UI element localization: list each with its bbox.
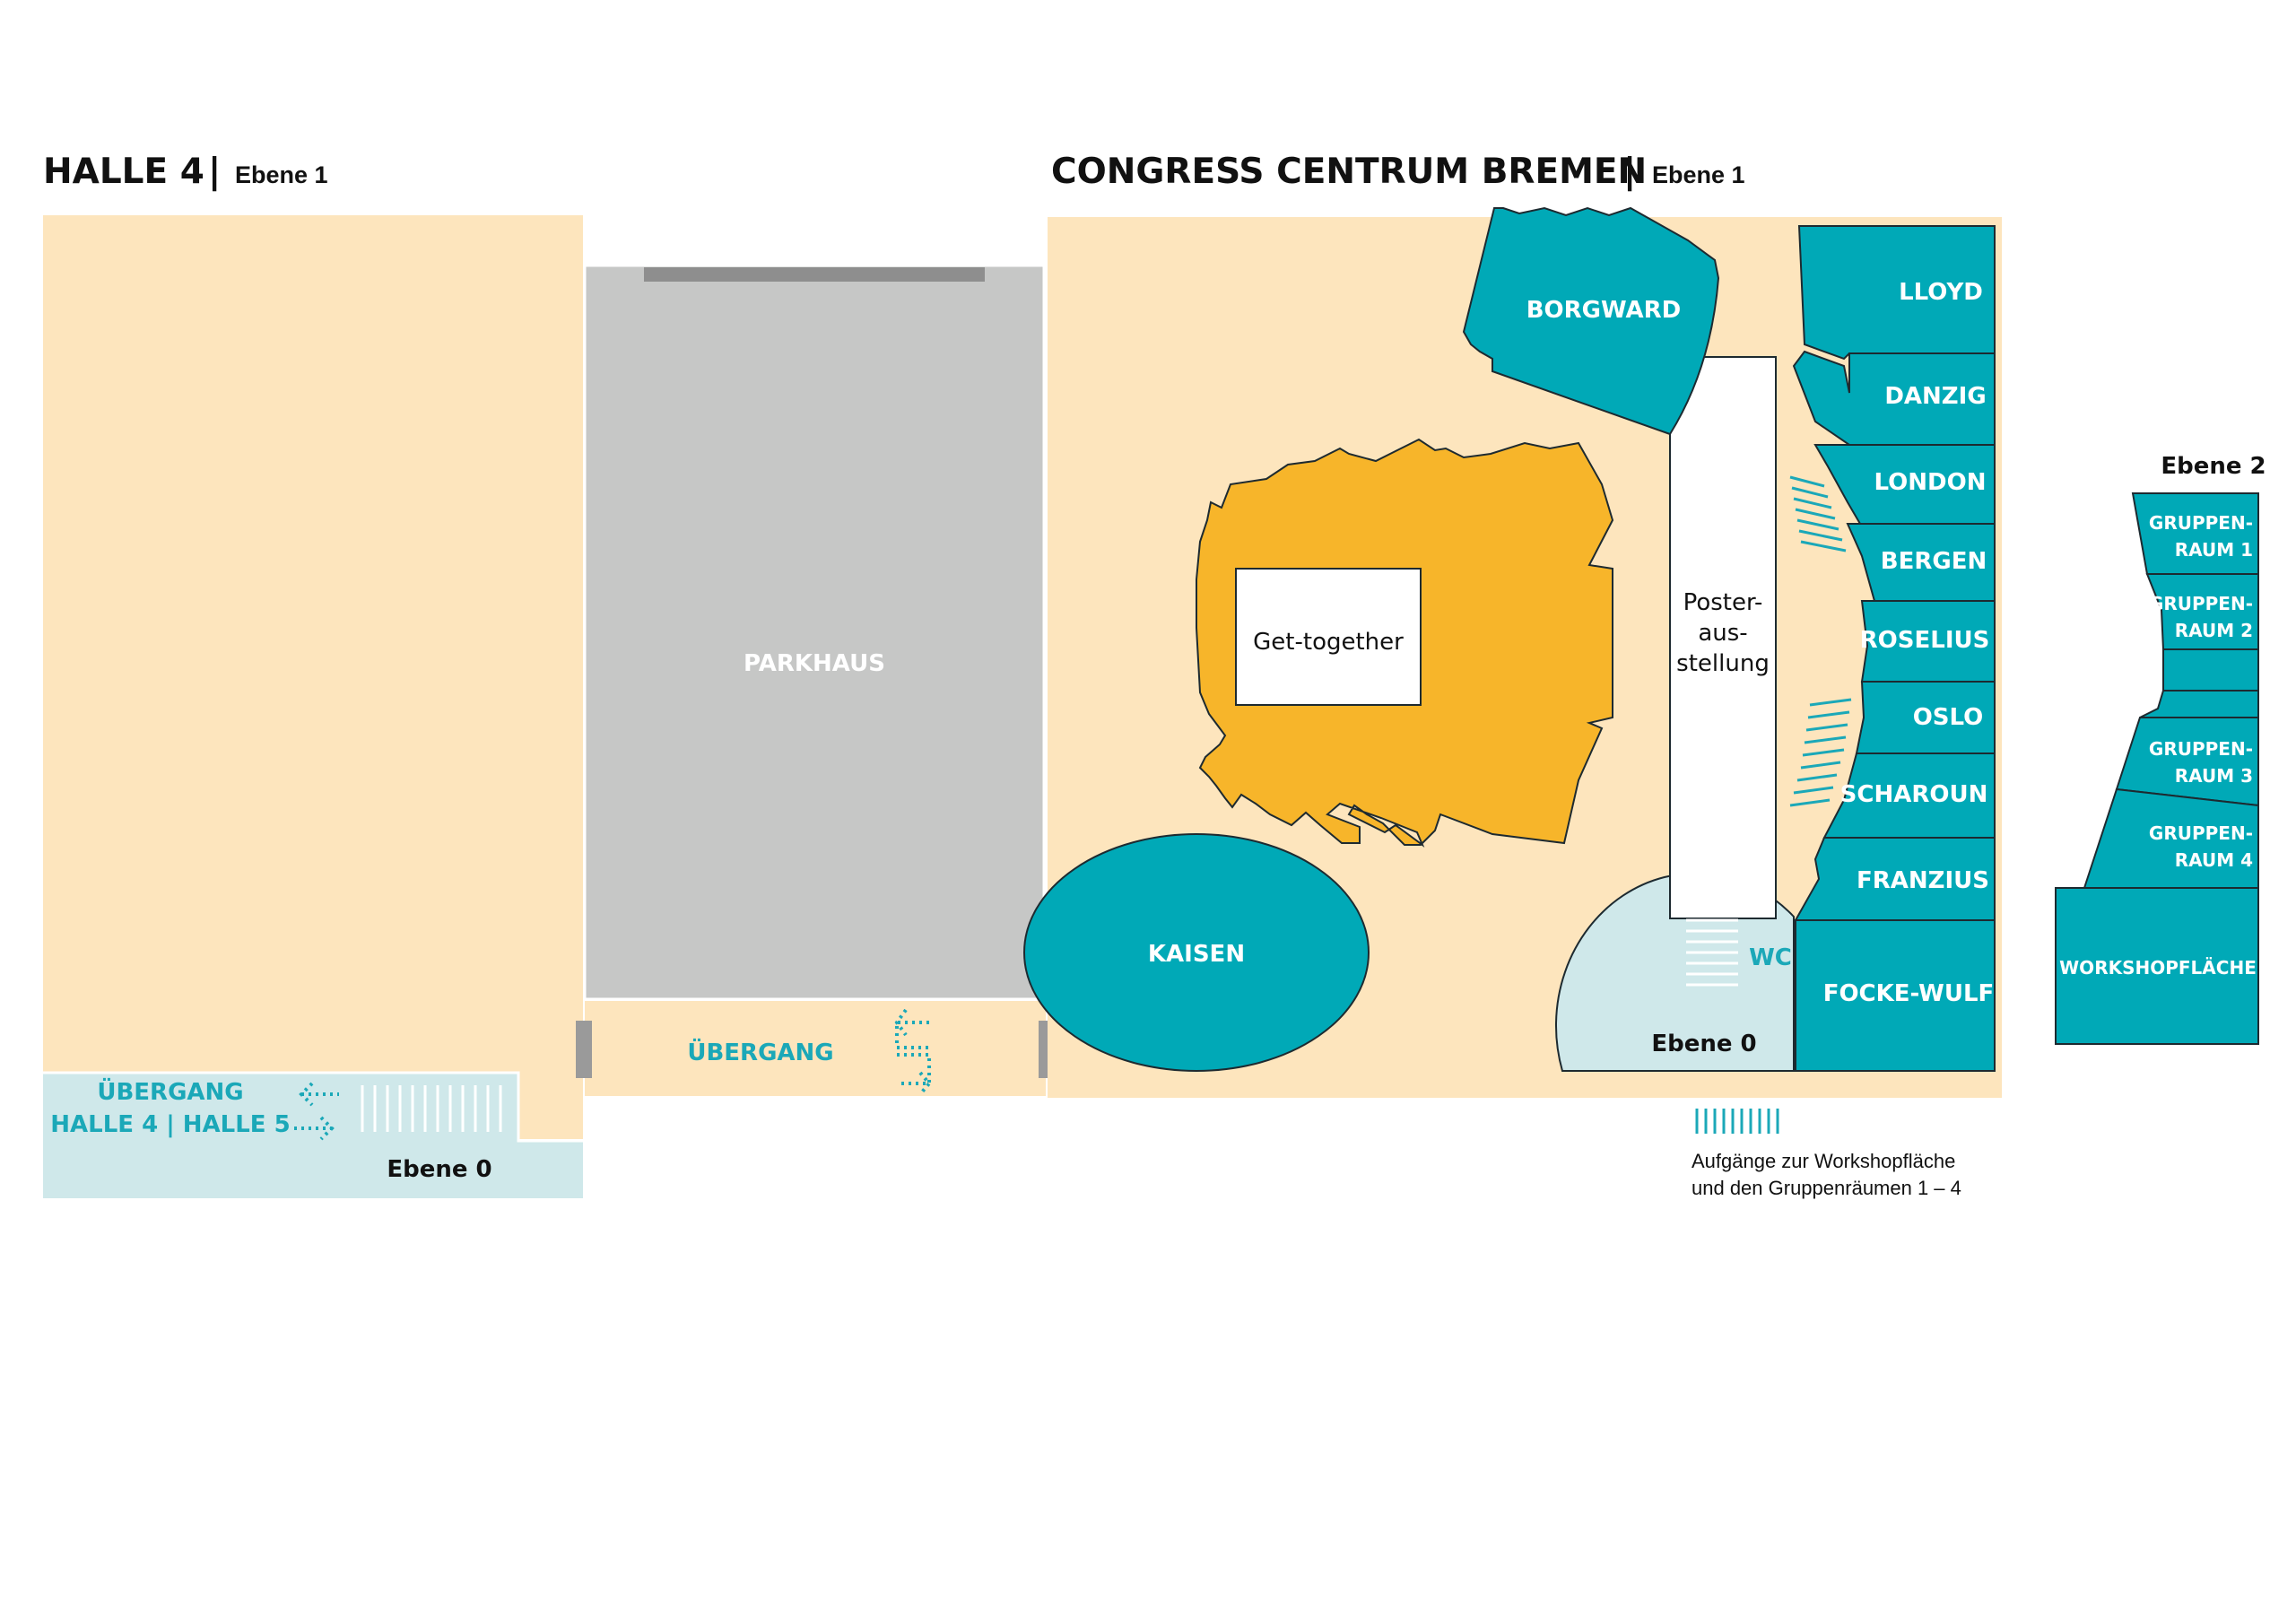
room-scharoun-label: SCHAROUN <box>1840 781 1988 808</box>
get-together-box[interactable] <box>1235 568 1422 706</box>
room-danzig-label: DANZIG <box>1884 383 1986 410</box>
gruppenraum-1[interactable] <box>2131 492 2259 575</box>
gruppenraum-1-label-1: GRUPPEN- <box>2149 512 2253 534</box>
stairs-icon <box>1789 698 1852 807</box>
gruppenraum-corridor <box>2139 690 2259 718</box>
bidirectional-arrow-icon <box>294 1082 339 1141</box>
get-together-label: Get-together <box>1253 629 1404 656</box>
stairs-icon <box>361 1085 502 1132</box>
ccb-level: Ebene 1 <box>1652 161 1745 188</box>
ccb-title: CONGRESS CENTRUM BREMEN <box>1051 152 1647 192</box>
room-london-label: LONDON <box>1874 469 1987 496</box>
room-kaisen[interactable] <box>1023 833 1370 1072</box>
halle4-level: Ebene 1 <box>235 161 328 188</box>
parkhaus-entrance-bar <box>644 267 985 282</box>
parkhaus-label: PARKHAUS <box>744 650 885 677</box>
gruppenraum-4-label-1: GRUPPEN- <box>2149 822 2253 844</box>
stairs-icon <box>1686 918 1738 987</box>
room-franzius-label: FRANZIUS <box>1857 867 1989 894</box>
gruppenraum-connector <box>2162 648 2259 692</box>
gruppenraum-3-label-2: RAUM 3 <box>2175 765 2253 787</box>
room-stack <box>1792 225 1996 1072</box>
gruppenraum-1-label-2: RAUM 1 <box>2175 539 2253 561</box>
stairs-icon <box>1789 475 1847 552</box>
poster-label-1: Poster- <box>1683 589 1763 616</box>
ebene0-left-area <box>43 1073 583 1198</box>
bidirectional-arrow-icon <box>894 1008 932 1096</box>
wc-label: WC <box>1749 944 1792 971</box>
room-borgward-label: BORGWARD <box>1526 297 1682 324</box>
poster-label-2: aus- <box>1698 620 1747 647</box>
uebergang-halle-label-1: ÜBERGANG <box>97 1076 243 1106</box>
room-roselius-label: ROSELIUS <box>1860 627 1990 654</box>
door-left <box>576 1021 592 1078</box>
legend-line-2: und den Gruppenräumen 1 – 4 <box>1692 1177 1961 1199</box>
uebergang-label: ÜBERGANG <box>687 1037 833 1066</box>
room-focke-wulf-label: FOCKE-WULF <box>1823 980 1995 1007</box>
uebergang-halle-label-2: HALLE 4 | HALLE 5 <box>50 1111 290 1138</box>
gruppenraum-4-label-2: RAUM 4 <box>2175 849 2253 871</box>
parkhaus-area[interactable] <box>583 264 1046 1001</box>
gruppenraum-2-label-2: RAUM 2 <box>2175 620 2253 641</box>
halle4-separator: | <box>208 152 221 192</box>
uebergang-area[interactable] <box>585 1001 1046 1096</box>
gruppenraum-3-label-1: GRUPPEN- <box>2149 738 2253 760</box>
room-bergen-label: BERGEN <box>1881 548 1987 575</box>
workshopflaeche[interactable] <box>2055 887 2259 1045</box>
ebene2-plan <box>2055 492 2259 1045</box>
legend-line-1: Aufgänge zur Workshopfläche <box>1692 1150 1955 1172</box>
room-borgward[interactable] <box>1462 206 1720 436</box>
gruppenraum-2-label-1: GRUPPEN- <box>2149 593 2253 614</box>
room-focke-wulf[interactable] <box>1795 919 1996 1072</box>
room-danzig[interactable] <box>1792 350 1996 446</box>
halle4-title: HALLE 4 <box>43 152 204 192</box>
room-oslo-label: OSLO <box>1913 704 1984 731</box>
ebene0-left-label: Ebene 0 <box>387 1156 491 1183</box>
ebene2-title: Ebene 2 <box>2161 453 2266 480</box>
room-lloyd-label: LLOYD <box>1899 279 1983 306</box>
workshopflaeche-label: WORKSHOPFLÄCHE <box>2059 957 2257 979</box>
stairs-legend-icon <box>1695 1109 1779 1134</box>
poster-label-3: stellung <box>1676 650 1770 677</box>
halle4-area[interactable] <box>43 215 583 1139</box>
ebene0-center-label: Ebene 0 <box>1651 1031 1756 1057</box>
ccb-separator: | <box>1623 152 1636 192</box>
posterausstellung-area[interactable] <box>1669 356 1777 919</box>
room-kaisen-label: KAISEN <box>1148 941 1245 968</box>
